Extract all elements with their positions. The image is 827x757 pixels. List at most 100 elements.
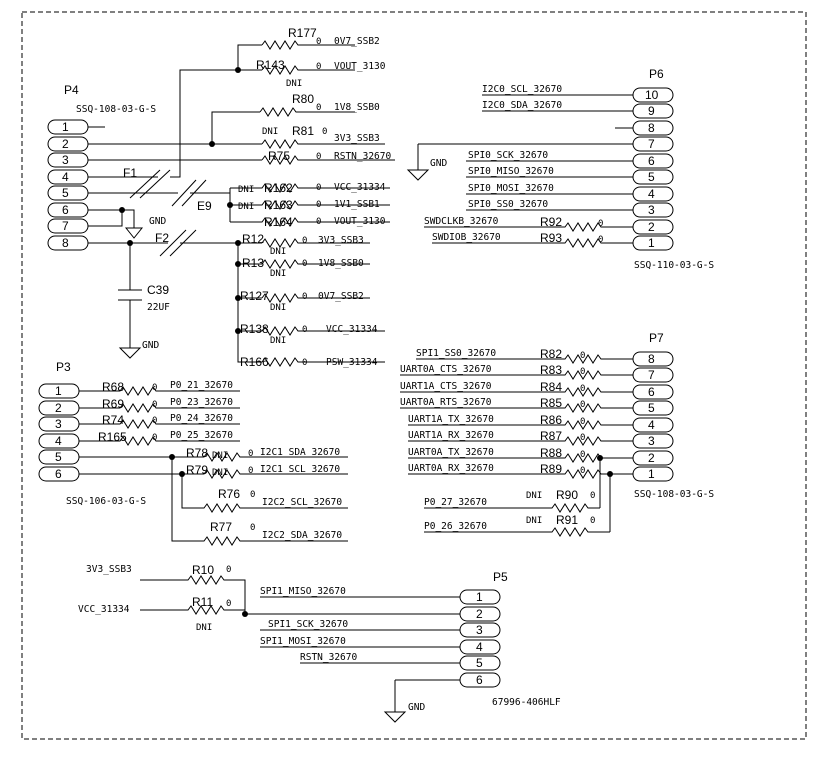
f1-ref: F1: [123, 166, 137, 180]
p6-net-label: I2C0_SCL_32670: [482, 84, 562, 95]
p6-net-label: SPI0_MOSI_32670: [468, 183, 554, 194]
p5-net-label: 3V3_SSB3: [86, 564, 132, 575]
r10-value: 0: [226, 565, 231, 575]
r76-ref: R76: [218, 487, 240, 501]
p6-pin-number: 4: [648, 187, 655, 201]
r87-ref: R87: [540, 429, 562, 443]
r82-ref: R82: [540, 347, 562, 361]
gnd-icon: [406, 169, 430, 181]
r81-value: 0: [322, 127, 327, 137]
p5-net-label: RSTN_32670: [300, 652, 357, 663]
r177-net: 0V7_SSB2: [334, 36, 380, 47]
r12-dni: DNI: [270, 247, 286, 257]
p7-net-label: UART0A_TX_32670: [408, 447, 494, 458]
r77-value: 0: [250, 523, 255, 533]
p4-pin-number: 1: [62, 120, 69, 134]
p3-pin-number: 1: [55, 384, 62, 398]
p6-pin-number: 10: [645, 88, 659, 102]
p6-net-label: SPI0_SCK_32670: [468, 150, 548, 161]
p7-net-label: UART0A_RX_32670: [408, 463, 494, 474]
p7-pin-number: 2: [648, 451, 655, 465]
p4-labels: F1 E9 F2 GND C39 22UF GND: [123, 166, 212, 351]
r75-value: 0: [316, 152, 321, 162]
r127-body: [261, 293, 370, 303]
p7-net-label: UART1A_CTS_32670: [400, 381, 492, 392]
p4-part: SSQ-108-03-G-S: [76, 104, 156, 115]
p3-pin-number: 4: [55, 434, 62, 448]
r80-ref: R80: [292, 92, 314, 106]
p6-wiring: I2C0_SCL_32670 I2C0_SDA_32670 GND SPI0_S…: [406, 84, 633, 248]
p7-net-label: SPI1_SS0_32670: [416, 348, 496, 359]
gnd-label: GND: [408, 702, 425, 713]
connector-p3: P3 1 2 3 4 5 6 SSQ-106-03-G-S: [38, 360, 146, 507]
c39-ref: C39: [147, 283, 169, 297]
p3-pin-number: 3: [55, 417, 62, 431]
r74-value: 0: [152, 416, 157, 426]
p5-net-label: VCC_31334: [78, 604, 130, 615]
p7-ref: P7: [649, 331, 664, 345]
f1-symbol: [129, 169, 161, 199]
r143-ref: R143: [256, 58, 285, 72]
r166-body: [261, 357, 385, 367]
r162-dni: DNI: [238, 185, 254, 195]
p6-pin-number: 6: [648, 154, 655, 168]
r91-ref: R91: [556, 513, 578, 527]
p4-pin-number: 6: [62, 203, 69, 217]
p4-pin-number: 5: [62, 186, 69, 200]
p6-pin-number: 1: [648, 236, 655, 250]
r162-ref: R162: [264, 181, 293, 195]
connector-p7: P7 8 7 6 5 4 3 2 1 SSQ-108-03-G-S: [632, 331, 714, 500]
p7-net-label: UART0A_CTS_32670: [400, 364, 492, 375]
r84-ref: R84: [540, 380, 562, 394]
r68-value: 0: [152, 383, 157, 393]
p4-ref: P4: [64, 83, 79, 97]
p4-pin-number: 7: [62, 219, 69, 233]
gnd-label: GND: [149, 216, 166, 227]
r11-ref: R11: [192, 595, 213, 609]
r166-value: 0: [302, 358, 307, 368]
r84-value: 0: [580, 384, 585, 394]
r88-value: 0: [580, 450, 585, 460]
r83-value: 0: [580, 367, 585, 377]
r74-ref: R74: [102, 413, 124, 427]
r81-ref: R81: [292, 124, 314, 138]
r80-body: [259, 107, 355, 117]
r81-body: [261, 139, 385, 149]
r163-body: [238, 200, 390, 210]
p5-net-label: SPI1_SCK_32670: [268, 619, 348, 630]
p3-net-label: P0_23_32670: [170, 397, 233, 408]
r78-value: 0: [248, 449, 253, 459]
r127-dni: DNI: [270, 303, 286, 313]
f1-symbol: [139, 169, 171, 199]
p6-net-label: SWDCLKB_32670: [424, 216, 499, 227]
p6-pin-number: 9: [648, 104, 655, 118]
r127-net: 0V7_SSB2: [318, 291, 364, 302]
f2-symbol: [159, 229, 187, 257]
p5-net-label: SPI1_MOSI_32670: [260, 636, 346, 647]
r163-value: 0: [316, 200, 321, 210]
p6-pin-number: 3: [648, 203, 655, 217]
p7-net-label: P0_26_32670: [424, 521, 487, 532]
r86-value: 0: [580, 417, 585, 427]
p5-net-label: SPI1_MISO_32670: [260, 586, 346, 597]
r75-ref: R75: [268, 149, 290, 163]
p5-pin-number: 4: [476, 640, 483, 654]
r69-ref: R69: [102, 397, 124, 411]
r163-dni: DNI: [238, 202, 254, 212]
r85-value: 0: [580, 400, 585, 410]
r75-net: RSTN_32670: [334, 151, 391, 162]
p5-pin-number: 1: [476, 590, 483, 604]
r80-net: 1V8_SSB0: [334, 102, 380, 113]
p5-wiring: 3V3_SSB3 VCC_31334 R10 0 R11 0 DNI SPI1_…: [78, 563, 460, 723]
r81-net: 3V3_SSB3: [334, 133, 380, 144]
p7-wiring: SPI1_SS0_32670 UART0A_CTS_32670 UART1A_C…: [400, 347, 633, 537]
gnd-icon: [383, 711, 407, 723]
r89-value: 0: [580, 466, 585, 476]
r166-net: PSW_31334: [326, 357, 378, 368]
p6-part: SSQ-110-03-G-S: [634, 260, 714, 271]
p7-pin-number: 5: [648, 401, 655, 415]
r78-dni: DNI: [212, 451, 228, 461]
r166-ref: R166: [240, 355, 269, 369]
r162-body: [238, 183, 390, 193]
